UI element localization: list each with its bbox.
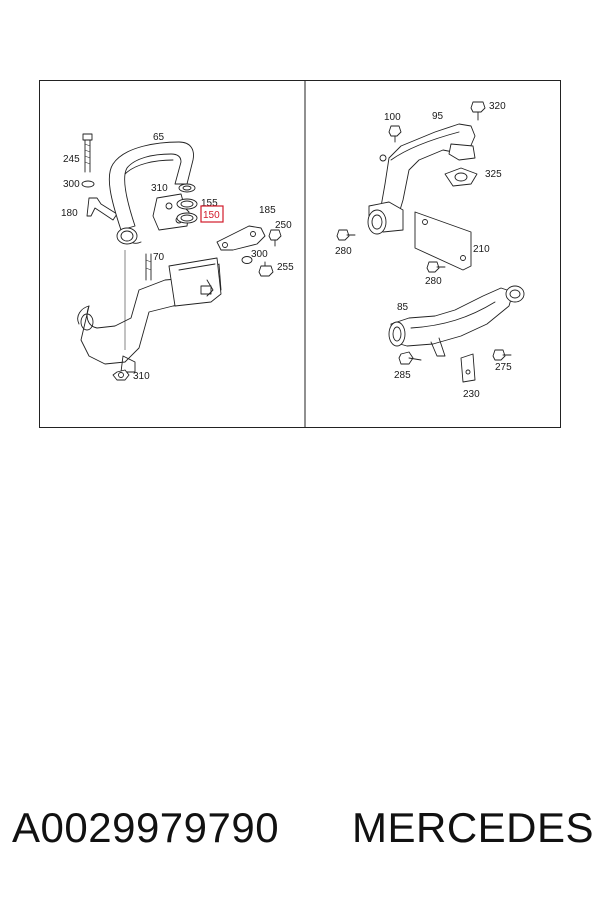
callout-310-top: 310	[151, 183, 168, 194]
bracket-185-drawing	[216, 225, 266, 251]
callout-285: 285	[394, 370, 411, 381]
callout-300-right: 300	[251, 249, 268, 260]
nut-310-drawing	[112, 369, 130, 381]
brand-label: MERCEDES	[352, 804, 595, 851]
pipe-85-drawing	[388, 285, 525, 357]
bolt-245-drawing	[82, 133, 93, 173]
bolt-250-drawing	[268, 229, 282, 247]
callout-155: 155	[201, 198, 218, 209]
callout-280-upper: 280	[335, 246, 352, 257]
exhaust-manifold-drawing	[77, 250, 222, 373]
callout-100: 100	[384, 112, 401, 123]
bracket-180-drawing	[86, 197, 118, 221]
gasket-155-drawing	[176, 198, 198, 210]
bracket-plate-210-drawing	[414, 211, 472, 271]
clamp-ring-drawing	[116, 227, 138, 245]
callout-300-left: 300	[63, 179, 80, 190]
parts-diagram: 65 245 300 310 155 180 150 185 250 70 30…	[39, 80, 561, 428]
callout-150-highlight-box	[200, 205, 224, 223]
callout-320: 320	[489, 101, 506, 112]
callout-210: 210	[473, 244, 490, 255]
gasket-325-drawing	[444, 167, 478, 187]
product-footer: A0029979790 MERCEDES	[0, 800, 600, 864]
callout-185: 185	[259, 205, 276, 216]
bracket-230-drawing	[460, 353, 476, 383]
part-number-label: A0029979790	[12, 804, 280, 851]
bolt-280-lower-drawing	[426, 261, 446, 273]
callout-310-bottom: 310	[133, 371, 150, 382]
callout-150: 150	[203, 210, 220, 221]
callout-275: 275	[495, 362, 512, 373]
bolt-100-drawing	[388, 125, 402, 143]
bolt-320-drawing	[470, 101, 486, 121]
bolt-255-drawing	[258, 261, 274, 277]
callout-250: 250	[275, 220, 292, 231]
stud-70-drawing	[145, 253, 152, 281]
callout-85: 85	[397, 302, 409, 313]
washer-300-drawing	[81, 180, 95, 188]
callout-70: 70	[153, 252, 165, 263]
callout-65: 65	[153, 132, 165, 143]
callout-255: 255	[277, 262, 294, 273]
gasket-150-drawing	[176, 212, 198, 224]
nut-300-drawing	[241, 256, 253, 264]
callout-230: 230	[463, 389, 480, 400]
right-panel: 100 95 320 325 280 210 280 85 285 275 23…	[335, 101, 525, 400]
bolt-285-drawing	[398, 351, 422, 365]
callout-280-lower: 280	[425, 276, 442, 287]
gasket-310-drawing	[178, 183, 196, 193]
pipe-95-flange-drawing	[367, 201, 404, 235]
bolt-280-upper-drawing	[336, 229, 356, 241]
bolt-275-drawing	[492, 349, 512, 361]
callout-245: 245	[63, 154, 80, 165]
left-panel: 65 245 300 310 155 180 150 185 250 70 30…	[61, 132, 294, 382]
callout-180: 180	[61, 208, 78, 219]
callout-325: 325	[485, 169, 502, 180]
callout-95: 95	[432, 111, 444, 122]
pipe-95-drawing	[378, 123, 476, 221]
